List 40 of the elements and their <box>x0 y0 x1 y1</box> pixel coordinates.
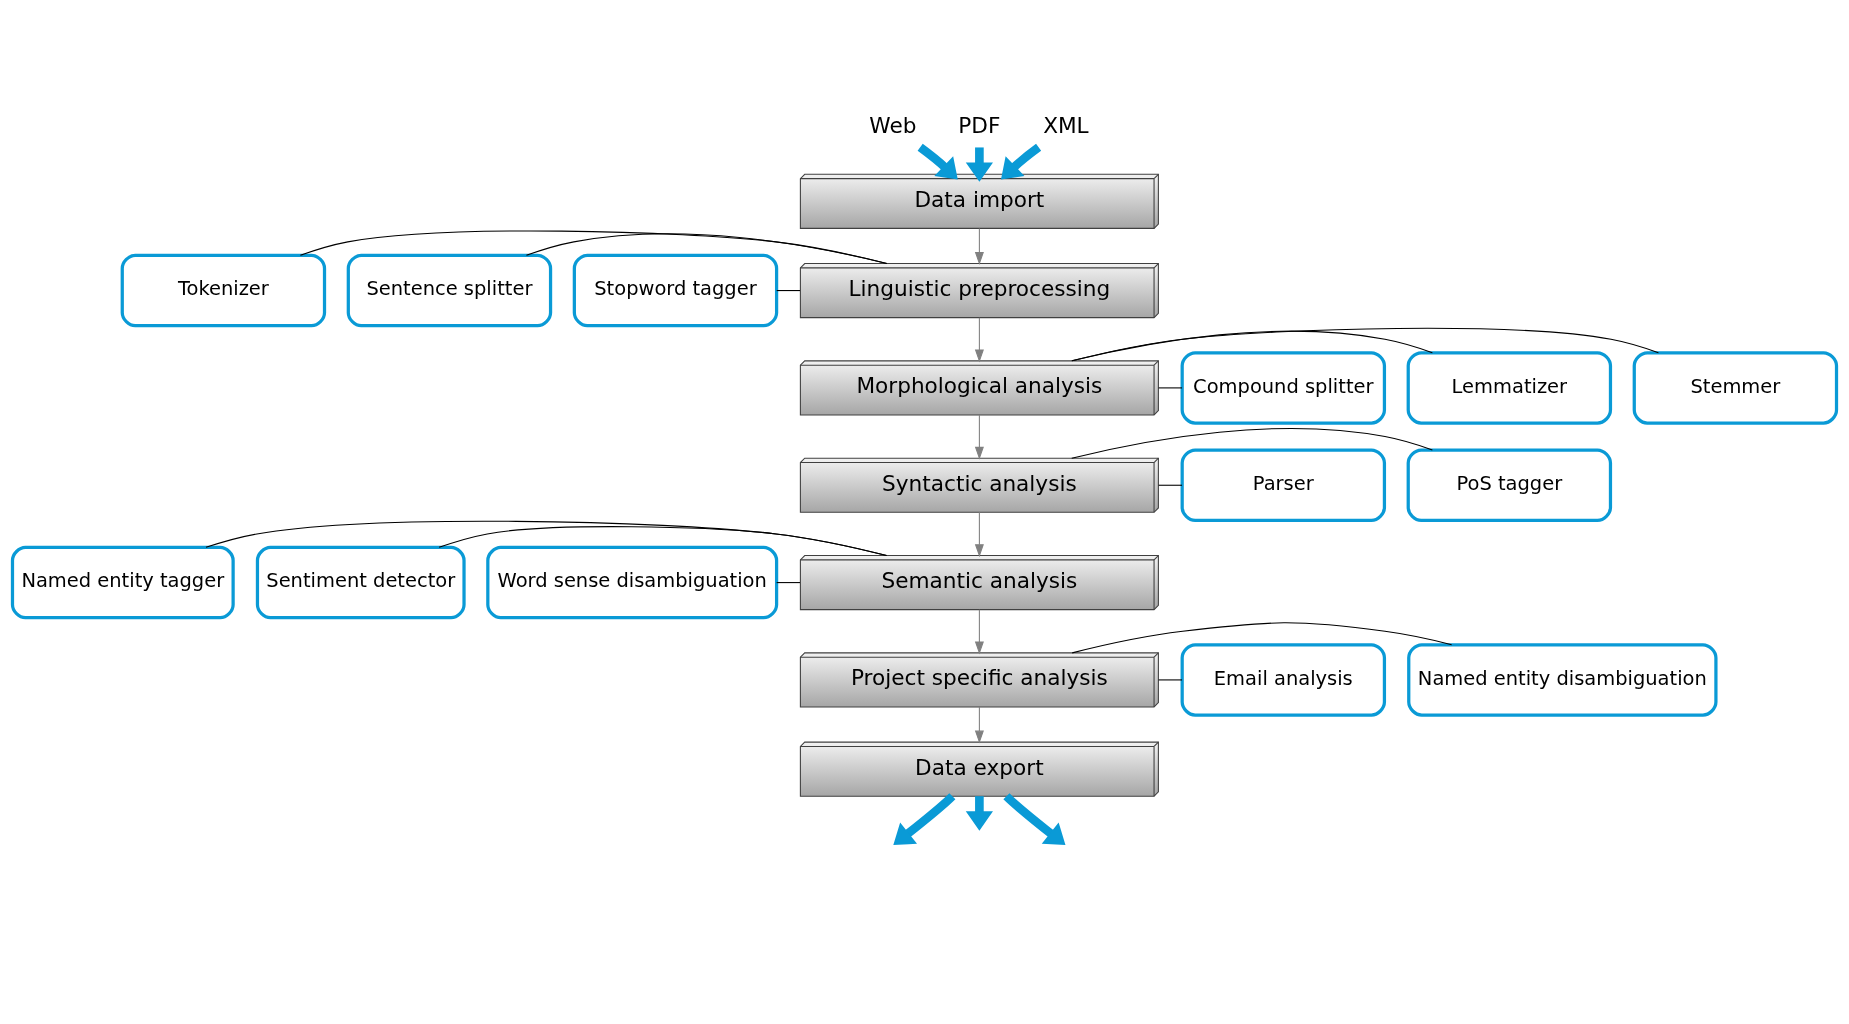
arrow <box>974 706 984 744</box>
node-box: Compound splitter <box>1180 350 1387 425</box>
node-text: XML <box>1043 112 1089 138</box>
arrow <box>974 316 984 362</box>
node-box: Stemmer <box>1632 350 1839 425</box>
connector <box>1071 327 1659 361</box>
arrow <box>893 792 956 845</box>
node-box: Stopword tagger <box>572 253 779 327</box>
arrow <box>974 511 984 557</box>
connector <box>1158 484 1183 486</box>
connector <box>1158 678 1183 680</box>
connector <box>299 229 888 264</box>
arrow <box>917 143 958 179</box>
node-box: PoS tagger <box>1406 447 1613 522</box>
node-text: Web <box>869 112 917 138</box>
node-box: Tokenizer <box>120 253 327 327</box>
connector <box>1071 621 1453 653</box>
node-box: Email analysis <box>1180 642 1387 717</box>
arrow <box>965 146 993 182</box>
connector <box>1158 386 1183 388</box>
arrow <box>974 413 984 460</box>
arrow <box>1003 792 1066 845</box>
connector <box>1071 330 1433 361</box>
connector <box>776 289 801 291</box>
node-box: Lemmatizer <box>1406 350 1613 425</box>
connector <box>205 520 888 556</box>
connector <box>525 232 888 264</box>
arrow <box>1001 143 1042 179</box>
node-box: Sentence splitter <box>346 253 553 327</box>
node-box: Named entity disambiguation <box>1407 642 1718 717</box>
node-box: Parser <box>1180 447 1387 522</box>
node-text: PDF <box>958 112 1001 138</box>
arrow <box>974 608 984 654</box>
node-box: Word sense disambiguation <box>486 545 779 619</box>
node-box: Named entity tagger <box>10 545 235 619</box>
arrow <box>974 227 984 265</box>
node-box: Sentiment detector <box>255 545 466 619</box>
connector <box>776 581 801 583</box>
arrow <box>965 795 993 831</box>
connector <box>438 525 888 556</box>
